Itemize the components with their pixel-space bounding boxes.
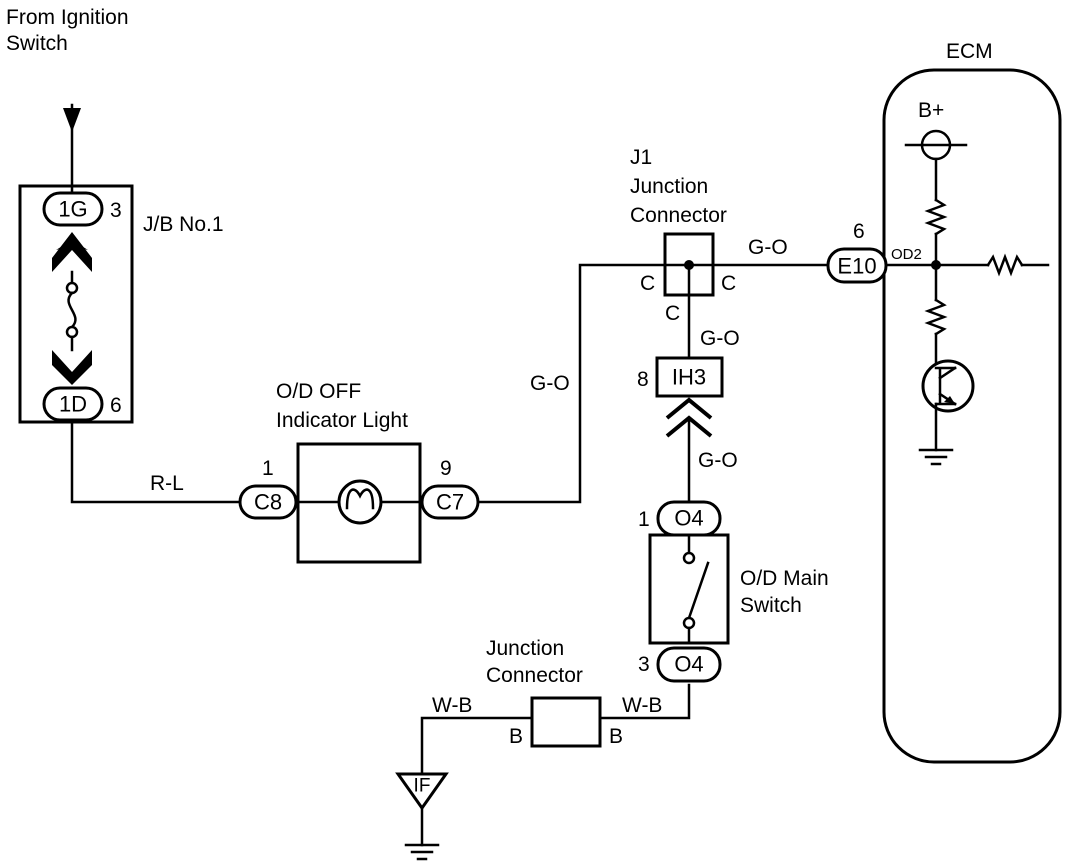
rl-wire [70,418,242,504]
j1-left-label: C [640,272,655,295]
ground-pin-label: IF [414,776,431,797]
jb-box [18,184,134,424]
transistor-arrow-icon [944,396,955,404]
go-wire-lower-label: G-O [698,449,738,472]
junction2-left-label: B [509,725,523,748]
switch-title-1: O/D Main [740,567,829,590]
junction-block: 1G 3 J/B No.1 1D 6 [18,184,224,424]
ecm-title: ECM [946,40,993,63]
j1-title-2: Junction [630,175,708,198]
switch-blade-icon [687,561,710,620]
go-wire-ecm-label: G-O [748,236,788,259]
go-wire-indicator [476,263,667,504]
ecm-box [882,68,1062,764]
indicator-right-pin: C7 [436,490,464,515]
jb-top-connector [42,191,104,227]
ih3-num: 8 [637,368,649,391]
jb-title: J/B No.1 [143,213,224,236]
ecm-supply-label: B+ [918,99,944,122]
rl-wire-label: R-L [150,472,184,495]
resistor-icon [986,253,1024,277]
wb-wire-left [420,716,534,777]
chevron-up-tip-icon [56,240,88,250]
indicator-left-num: 1 [262,457,274,480]
wb-wire-left-label: W-B [432,694,472,717]
switch-bottom-pin: O4 [674,652,703,677]
wb-wire-right [598,683,691,720]
j1-title-1: J1 [630,146,652,169]
bulb-filament-icon [345,488,375,510]
indicator-right-num: 9 [440,457,452,480]
jb-bottom-num: 6 [110,394,122,417]
j1-right-label: C [721,272,736,295]
j1-box [663,232,715,297]
junction2-right-label: B [609,725,623,748]
ih3-pin: IH3 [672,365,706,390]
switch-contact-top [682,551,696,565]
ecm-pin: E10 [837,254,876,279]
indicator-box [296,442,422,564]
fuse-icon [67,291,77,329]
indicator-title-2: Indicator Light [276,409,408,432]
ground-if: IF [395,772,449,861]
junction2-box [530,696,602,748]
chevron-up-icon [665,415,713,438]
jb-bottom-connector [42,386,104,422]
j1-splice-dot [684,260,694,270]
indicator-left-pin: C8 [254,490,282,515]
indicator-right-connector [420,484,480,520]
ignition-arrow-icon [63,108,81,132]
chevron-down-icon [52,350,92,385]
j1-bottom-label: C [665,302,680,325]
switch-title-2: Switch [740,594,802,617]
chevron-up-icon [665,397,713,420]
od-main-switch: 1 O4 O/D Main Switch 3 O4 [638,500,829,683]
switch-bottom-num: 3 [638,653,650,676]
indicator-light: O/D OFF Indicator Light 1 C8 9 C7 [238,380,480,564]
ground-pin-triangle [395,772,449,811]
transistor-collector [938,366,957,380]
go-wire-upper-label: G-O [700,327,740,350]
ecm-pin-num: 6 [853,220,865,243]
junction-connector-b: Junction Connector B B [486,637,623,748]
switch-top-num: 1 [638,508,650,531]
switch-contact-bottom [682,616,696,630]
jb-top-pin: 1G [58,197,87,222]
indicator-left-connector [238,484,298,520]
j1-junction-connector: J1 Junction Connector C C C [630,146,736,325]
resistor-icon [924,198,948,236]
ih3-box [655,356,724,398]
ecm: ECM 6 E10 OD2 B+ [826,40,1062,764]
switch-bottom-connector [656,646,722,683]
j1-title-3: Connector [630,204,727,227]
bulb-icon [337,479,383,525]
ih3-connector: 8 IH3 [637,356,724,438]
jb-top-num: 3 [110,199,122,222]
from-ignition-label-1: From Ignition [6,6,129,29]
indicator-title-1: O/D OFF [276,380,361,403]
jb-bottom-pin: 1D [59,392,87,417]
from-ignition-label-2: Switch [6,32,68,55]
resistor-icon [924,298,948,336]
chevron-up-icon [52,232,92,272]
junction2-title-1: Junction [486,637,564,660]
switch-top-pin: O4 [674,506,703,531]
fuse-terminal-bottom [65,325,79,339]
ecm-terminal-label: OD2 [891,246,922,263]
wb-wire-right-label: W-B [622,694,662,717]
junction2-title-2: Connector [486,664,583,687]
go-wire-indicator-label: G-O [530,372,570,395]
